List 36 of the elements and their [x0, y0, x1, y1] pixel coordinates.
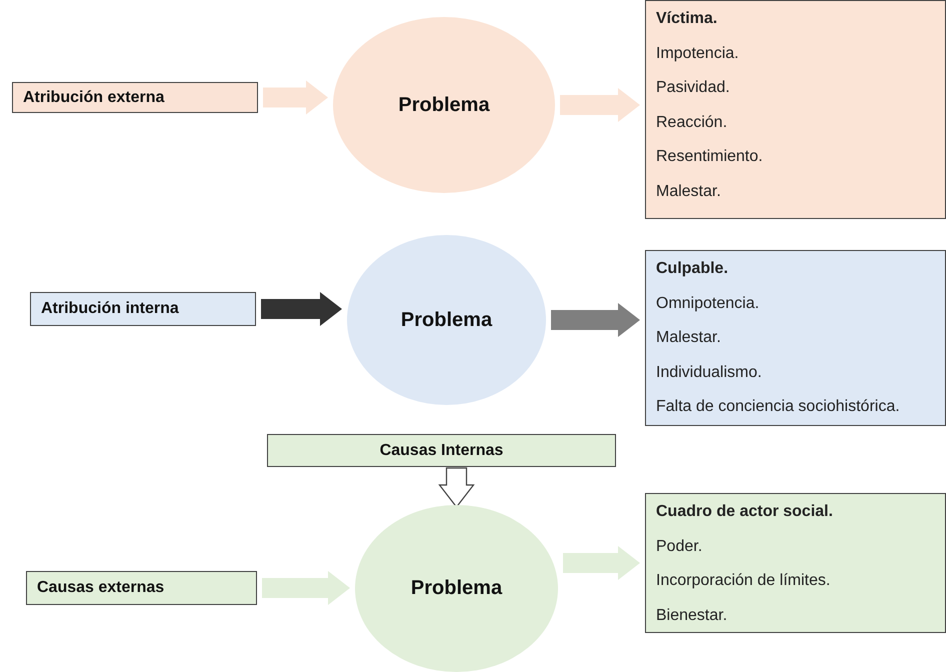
list-item: Omnipotencia.	[656, 294, 760, 314]
cause-box	[30, 292, 256, 326]
list-item: Falta de conciencia sociohistórica.	[656, 397, 901, 417]
box-heading: Cuadro de actor social.	[656, 502, 834, 522]
node-label: Atribución interna	[41, 300, 179, 318]
box-heading: Víctima.	[656, 9, 718, 29]
result-box	[645, 250, 946, 426]
list-item: Impotencia.	[656, 44, 740, 64]
list-item: Pasividad.	[656, 78, 731, 98]
block-arrow	[560, 88, 640, 122]
box-heading: Culpable.	[656, 259, 730, 279]
result-box	[645, 0, 946, 219]
block-arrow	[438, 467, 475, 508]
list-item: Individualismo.	[656, 362, 763, 382]
block-arrow	[261, 292, 342, 326]
list-item: Resentimiento.	[656, 147, 764, 167]
list-item: Reacción.	[656, 112, 728, 132]
cause-box	[12, 82, 258, 113]
list-item: Malestar.	[656, 328, 722, 348]
block-arrow	[262, 571, 350, 605]
node-label: Problema	[400, 308, 492, 332]
node-label: Causas Internas	[380, 442, 504, 460]
cause-box	[26, 571, 257, 605]
node-label: Problema	[398, 94, 490, 116]
block-arrow	[263, 80, 328, 114]
node-label: Causas externas	[37, 579, 164, 597]
list-item: Malestar.	[656, 182, 722, 202]
cause-box	[267, 434, 616, 467]
result-box	[645, 493, 946, 633]
block-arrow	[551, 303, 640, 337]
node-label: Problema	[410, 577, 502, 600]
list-item: Poder.	[656, 536, 704, 556]
list-item: Incorporación de límites.	[656, 571, 832, 591]
node-label: Atribución externa	[23, 88, 164, 106]
list-item: Bienestar.	[656, 606, 728, 626]
block-arrow	[563, 546, 640, 580]
